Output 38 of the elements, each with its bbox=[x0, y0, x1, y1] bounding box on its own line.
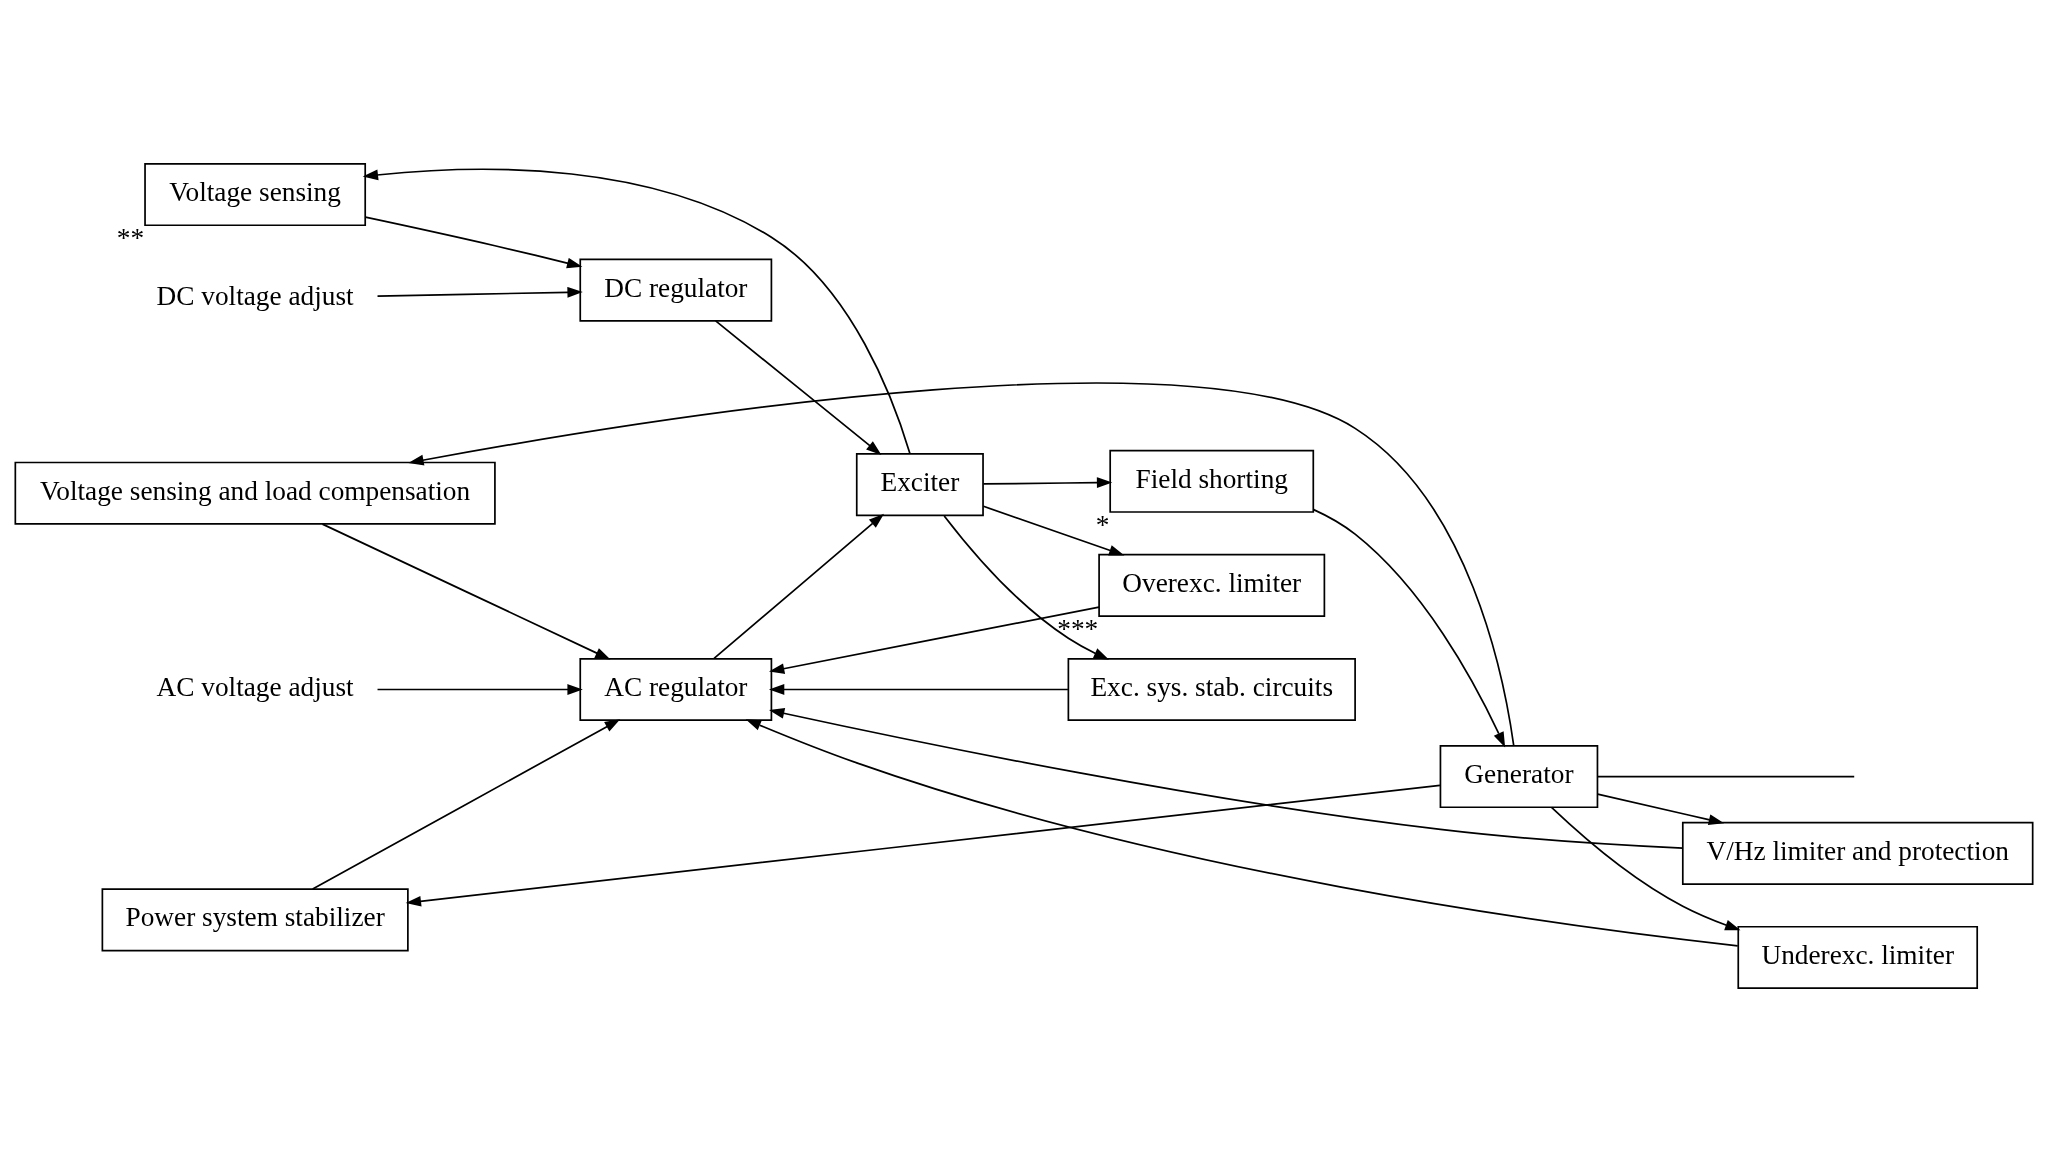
node-box: V/Hz limiter and protection bbox=[1681, 821, 2034, 885]
node-box: Generator bbox=[1439, 744, 1599, 809]
node-box: AC regulator bbox=[579, 657, 773, 722]
node-text: AC voltage adjust bbox=[156, 671, 354, 702]
arrow bbox=[1550, 806, 1741, 931]
arrow bbox=[1312, 508, 1506, 748]
arrow bbox=[376, 286, 583, 298]
node-text: DC voltage adjust bbox=[156, 281, 354, 312]
arrow bbox=[405, 784, 1441, 907]
node-box: Voltage sensing bbox=[144, 162, 367, 227]
arrow bbox=[745, 719, 1739, 947]
node-box: Exc. sys. stab. circuits bbox=[1067, 657, 1356, 722]
node-box: Underexc. limiter bbox=[1737, 925, 1979, 990]
arrow bbox=[364, 216, 583, 269]
arrow bbox=[943, 515, 1110, 660]
node-box: Overexc. limiter bbox=[1098, 553, 1326, 617]
arrow bbox=[714, 320, 882, 455]
arrow bbox=[311, 719, 621, 890]
node-box: Voltage sensing and load compensation bbox=[14, 461, 496, 525]
arrow bbox=[768, 684, 1069, 695]
arrow bbox=[321, 523, 611, 660]
connector bbox=[1596, 775, 1856, 778]
node-label: ** bbox=[116, 223, 145, 254]
node-box: Field shorting bbox=[1109, 449, 1315, 513]
arrow bbox=[408, 382, 1515, 747]
arrow bbox=[362, 168, 911, 455]
arrow bbox=[376, 684, 583, 695]
arrow bbox=[982, 477, 1113, 488]
arrow bbox=[982, 505, 1125, 556]
node-label: * bbox=[1095, 509, 1110, 540]
arrow bbox=[713, 513, 885, 660]
arrow bbox=[769, 708, 1684, 850]
node-box: DC regulator bbox=[579, 258, 773, 322]
node-box: Exciter bbox=[855, 453, 984, 517]
arrow bbox=[768, 606, 1100, 674]
node-label: *** bbox=[1057, 613, 1099, 644]
node-box: Power system stabilizer bbox=[101, 888, 409, 952]
arrow bbox=[1596, 793, 1725, 825]
